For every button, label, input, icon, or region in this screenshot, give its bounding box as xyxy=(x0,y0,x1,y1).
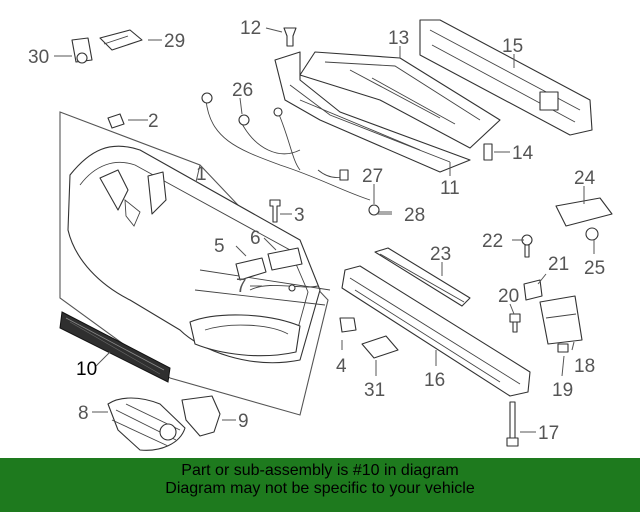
part-8-grille xyxy=(107,397,186,451)
part-11-air-guide xyxy=(274,51,471,173)
callout-11: 11 xyxy=(440,178,460,199)
part-17-bolt xyxy=(506,401,519,447)
callout-25: 25 xyxy=(584,258,605,279)
part-30-connector xyxy=(71,37,93,64)
part-9-trim xyxy=(181,395,221,437)
part-23-upper-rail xyxy=(374,247,471,307)
part-15-absorber xyxy=(419,19,593,136)
part-25-nut xyxy=(585,227,599,241)
part-info-banner: Part or sub-assembly is #10 in diagram D… xyxy=(0,458,640,512)
callout-16: 16 xyxy=(424,370,445,391)
part-24-bracket xyxy=(555,197,613,227)
leader-lines xyxy=(54,27,595,433)
callout-28: 28 xyxy=(404,205,425,226)
part-29-connector xyxy=(99,29,143,51)
callout-31: 31 xyxy=(364,380,385,401)
callout-29: 29 xyxy=(164,31,185,52)
part-7-harness xyxy=(249,284,319,292)
callout-17: 17 xyxy=(538,423,559,444)
part-3-bolt xyxy=(269,199,281,223)
callout-27: 27 xyxy=(362,166,383,187)
part-14-bolt xyxy=(483,143,493,161)
callout-2: 2 xyxy=(148,111,159,132)
callout-labels: 1 2 3 4 5 6 7 8 9 10 11 12 13 14 15 16 1… xyxy=(28,18,605,444)
part-18-bracket xyxy=(539,295,583,345)
callout-18: 18 xyxy=(574,356,595,377)
part-2-clip xyxy=(107,113,125,129)
part-27-sensor xyxy=(368,204,392,216)
part-31-module xyxy=(361,335,399,359)
callout-6: 6 xyxy=(250,228,261,249)
callout-9: 9 xyxy=(238,411,249,432)
callout-20: 20 xyxy=(498,286,519,307)
part-10-lower-strip xyxy=(59,311,171,383)
callout-23: 23 xyxy=(430,244,451,265)
callout-24: 24 xyxy=(574,168,596,189)
part-6-bracket xyxy=(267,247,303,271)
callout-7: 7 xyxy=(236,276,247,297)
banner-line-part: Part or sub-assembly is #10 in diagram xyxy=(181,462,459,479)
banner-line-disclaimer: Diagram may not be specific to your vehi… xyxy=(165,480,475,497)
callout-22: 22 xyxy=(482,231,503,252)
callout-3: 3 xyxy=(294,205,305,226)
part-26-wiring-harness xyxy=(201,92,371,201)
part-16-impact-bar xyxy=(341,265,531,397)
part-19-bolt xyxy=(557,343,569,353)
part-21-clip xyxy=(523,279,543,301)
callout-8: 8 xyxy=(78,403,89,424)
callout-10: 10 xyxy=(76,359,97,380)
callout-14: 14 xyxy=(512,143,534,164)
part-20-bolt xyxy=(509,313,521,333)
part-4-clip xyxy=(339,317,357,333)
callout-19: 19 xyxy=(552,380,573,401)
callout-21: 21 xyxy=(548,254,569,275)
part-1-bumper-cover xyxy=(59,111,331,416)
callout-13: 13 xyxy=(388,28,409,49)
callout-26: 26 xyxy=(232,80,253,101)
part-22-bolt xyxy=(521,234,533,258)
callout-30: 30 xyxy=(28,47,49,68)
part-5-bracket xyxy=(235,257,267,281)
callout-5: 5 xyxy=(214,236,225,257)
callout-1: 1 xyxy=(196,164,207,185)
callout-15: 15 xyxy=(502,36,523,57)
callout-4: 4 xyxy=(336,356,347,377)
part-12-clip xyxy=(283,27,297,47)
callout-12: 12 xyxy=(240,18,261,39)
